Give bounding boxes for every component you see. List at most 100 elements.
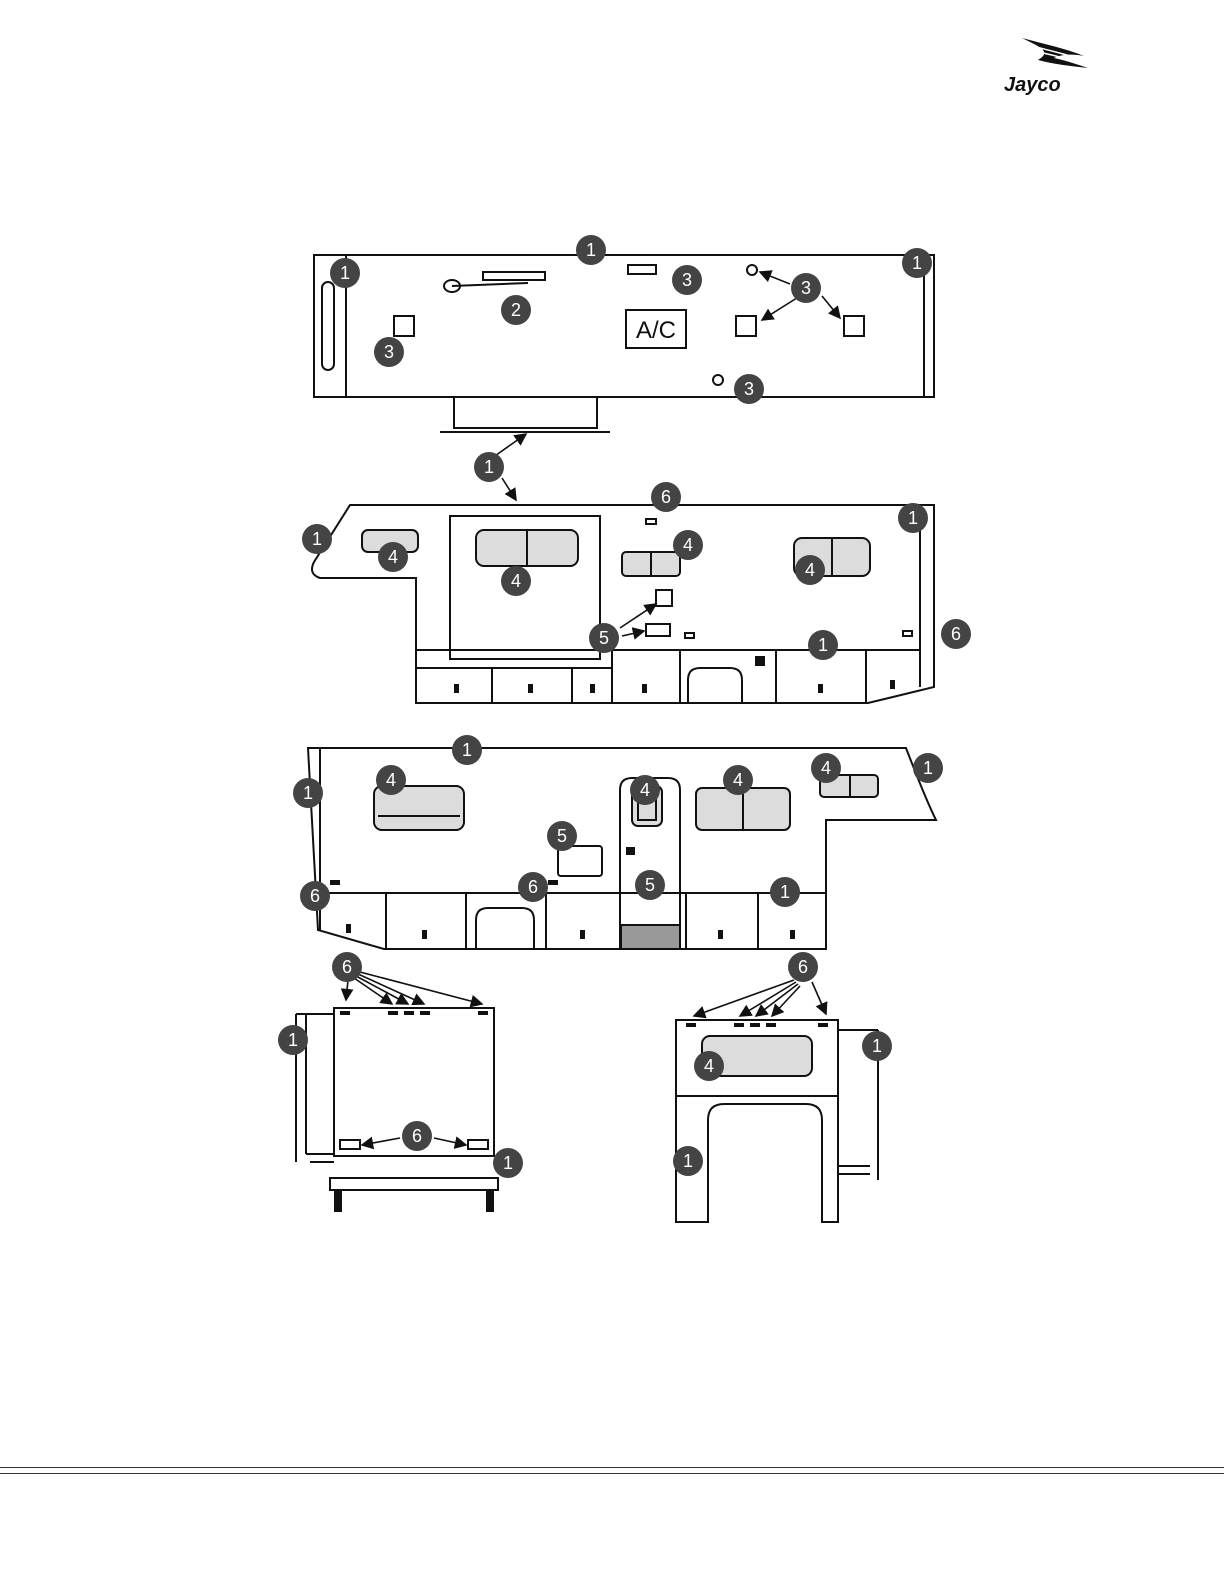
callout-5: 5 [547,821,577,851]
roadside-view [312,505,934,703]
footer-rule [0,1473,1224,1474]
svg-text:3: 3 [744,379,754,399]
svg-text:6: 6 [661,487,671,507]
svg-text:3: 3 [384,342,394,362]
svg-text:1: 1 [484,457,494,477]
wheel-well [476,908,534,949]
svg-text:6: 6 [310,886,320,906]
callout-3: 3 [672,265,702,295]
callout-1: 1 [770,877,800,907]
callout-3: 3 [734,374,764,404]
svg-text:3: 3 [801,278,811,298]
wheel-well [688,668,742,703]
callout-1: 1 [293,778,323,808]
callout-1: 1 [452,735,482,765]
roof-vent-small [628,265,656,274]
svg-text:1: 1 [908,508,918,528]
svg-text:1: 1 [818,635,828,655]
svg-text:4: 4 [821,758,831,778]
svg-text:4: 4 [386,770,396,790]
svg-text:1: 1 [872,1036,882,1056]
callout-2: 2 [501,295,531,325]
roof-vent-mid [736,316,756,336]
svg-text:1: 1 [462,740,472,760]
callout-1: 1 [474,452,504,482]
svg-text:1: 1 [288,1030,298,1050]
svg-text:6: 6 [528,877,538,897]
callout-1: 1 [913,753,943,783]
svg-text:1: 1 [503,1153,513,1173]
callout-1: 1 [493,1148,523,1178]
callout-6: 6 [402,1121,432,1151]
rear-markers [334,1011,494,1212]
antenna [483,272,545,280]
callout-4: 4 [673,530,703,560]
callout-4: 4 [501,566,531,596]
svg-text:4: 4 [805,560,815,580]
svg-text:1: 1 [340,263,350,283]
svg-text:6: 6 [412,1126,422,1146]
callout-5: 5 [589,623,619,653]
callout-6: 6 [332,952,362,982]
svg-text:6: 6 [951,624,961,644]
roof-ladder [322,282,334,370]
svg-text:4: 4 [733,770,743,790]
svg-text:4: 4 [704,1056,714,1076]
svg-text:6: 6 [798,957,808,977]
roof-vent-round-lower [713,375,723,385]
svg-text:1: 1 [683,1151,693,1171]
callout-1: 1 [902,248,932,278]
svg-text:4: 4 [388,547,398,567]
svg-text:1: 1 [303,783,313,803]
ac-label: A/C [636,317,676,344]
callout-3: 3 [791,273,821,303]
svg-text:5: 5 [645,875,655,895]
callout-4: 4 [795,555,825,585]
callout-6: 6 [788,952,818,982]
svg-text:5: 5 [557,826,567,846]
front-markers [686,1023,828,1027]
callout-4: 4 [376,765,406,795]
callout-6: 6 [941,619,971,649]
callout-3: 3 [374,337,404,367]
svg-text:1: 1 [912,253,922,273]
rear-view [296,1008,498,1190]
callout-4: 4 [630,775,660,805]
callout-6: 6 [651,482,681,512]
callout-1: 1 [808,630,838,660]
svg-text:3: 3 [682,270,692,290]
callout-5: 5 [635,870,665,900]
svg-text:4: 4 [683,535,693,555]
callout-4: 4 [811,753,841,783]
svg-text:1: 1 [312,529,322,549]
callout-4: 4 [694,1051,724,1081]
svg-text:1: 1 [923,758,933,778]
svg-text:2: 2 [511,300,521,320]
roof-view [314,255,934,432]
callout-4: 4 [378,542,408,572]
callout-1: 1 [302,524,332,554]
callout-1: 1 [330,258,360,288]
svg-text:5: 5 [599,628,609,648]
callout-6: 6 [300,881,330,911]
roof-vent-round [747,265,757,275]
svg-text:1: 1 [586,240,596,260]
callout-1: 1 [576,235,606,265]
callouts: 1 1 1 2 3 3 3 3 1 6 1 1 4 4 4 4 5 1 6 1 … [278,235,971,1178]
svg-text:6: 6 [342,957,352,977]
svg-text:4: 4 [511,571,521,591]
callout-4: 4 [723,765,753,795]
front-view [676,1020,878,1222]
callout-1: 1 [898,503,928,533]
roof-vent-right [844,316,864,336]
callout-1: 1 [673,1146,703,1176]
compartment-latches [454,656,895,693]
callout-1: 1 [862,1031,892,1061]
footer-rule [0,1467,1224,1468]
roof-vent-left [394,316,414,336]
roof-outline [314,255,934,397]
svg-text:1: 1 [780,882,790,902]
callout-1: 1 [278,1025,308,1055]
svg-text:4: 4 [640,780,650,800]
